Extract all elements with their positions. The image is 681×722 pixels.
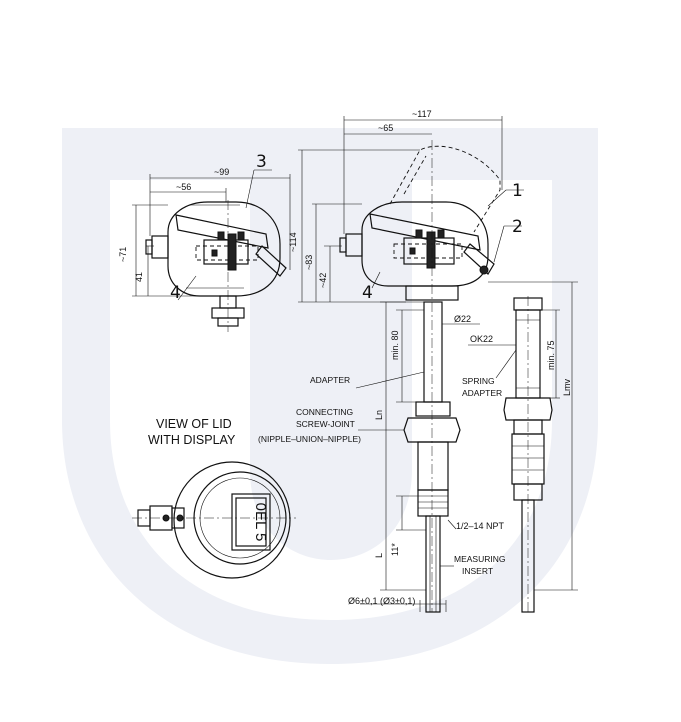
dim-l: L [374,553,384,558]
label-spring-adapter: ADAPTER [462,388,502,398]
dim-22: Ø22 [454,314,471,324]
left-head-dimensions: ~99 ~56 ~71 41 3 4 [118,152,291,303]
right-head-dimensions: ~117 ~65 ~114 ~83 ~42 1 2 4 [288,109,524,303]
dim-56: ~56 [176,182,191,192]
dim-ok22: OK22 [470,334,493,344]
dim-65: ~65 [378,123,393,133]
dim-41: 41 [134,272,144,282]
callout-3: 3 [256,152,267,172]
dim-diameter: Ø6±0,1 (Ø3±0,1) [348,596,415,606]
right-head-view [339,140,501,612]
dim-114: ~114 [288,232,298,252]
dim-99: ~99 [214,167,229,177]
label-insert: INSERT [462,566,493,576]
dim-npt: 1/2–14 NPT [456,521,505,531]
lid-display: 0EL 5 [252,503,269,542]
lid-view: VIEW OF LID WITH DISPLAY 0EL 5 [132,417,296,579]
left-head-view [145,200,287,332]
label-connecting: CONNECTING [296,407,353,417]
dim-71: ~71 [118,247,128,262]
stem-labels: ADAPTER CONNECTING SCREW-JOINT (NIPPLE–U… [258,349,517,576]
callout-4-right: 4 [362,283,373,303]
stem-dimensions: min. 80 Ln L 11* Ø22 OK22 min. 75 Lmv 1/… [348,281,578,612]
dim-lmv: Lmv [562,378,572,396]
dim-42: ~42 [318,273,328,288]
label-screw-joint: SCREW-JOINT [296,419,355,429]
thermowell-stem [403,301,461,613]
label-spring: SPRING [462,376,495,386]
watermark-logo [62,128,598,664]
dim-117: ~117 [412,109,432,119]
dim-ln: Ln [374,410,384,420]
dim-min75: min. 75 [546,340,556,370]
callout-4-left: 4 [170,283,181,303]
dim-11: 11* [390,543,400,556]
label-adapter: ADAPTER [310,375,350,385]
callout-1: 1 [512,181,523,201]
dim-83: ~83 [304,255,314,270]
label-nipple: (NIPPLE–UNION–NIPPLE) [258,434,361,444]
dim-min80: min. 80 [390,330,400,360]
callout-2: 2 [512,217,523,237]
lid-view-title-1: VIEW OF LID [156,417,232,431]
lid-view-title-2: WITH DISPLAY [148,433,236,447]
label-measuring: MEASURING [454,554,505,564]
